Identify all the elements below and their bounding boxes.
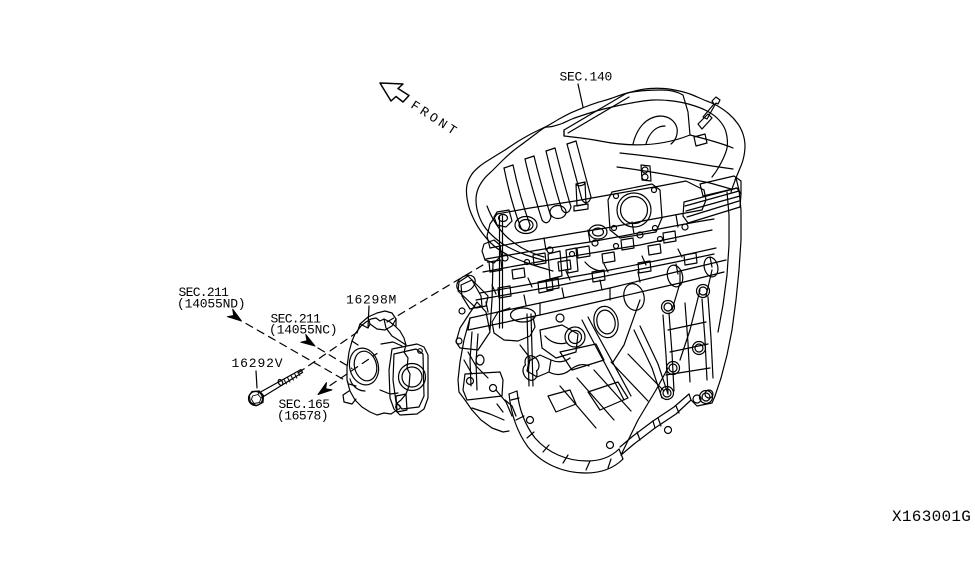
svg-text:16292V: 16292V <box>232 356 284 371</box>
svg-text:(14055ND): (14055ND) <box>177 296 245 311</box>
svg-text:SEC.165: SEC.165 <box>279 397 330 412</box>
svg-text:SEC.211: SEC.211 <box>179 285 230 300</box>
svg-text:SEC.140: SEC.140 <box>560 70 613 85</box>
svg-text:FRONT: FRONT <box>408 98 462 140</box>
svg-text:X163001G: X163001G <box>892 508 971 526</box>
svg-text:16298M: 16298M <box>346 293 397 308</box>
svg-text:SEC.211: SEC.211 <box>271 311 322 326</box>
svg-text:(16578): (16578) <box>277 409 328 424</box>
svg-text:(14055NC): (14055NC) <box>269 323 337 338</box>
